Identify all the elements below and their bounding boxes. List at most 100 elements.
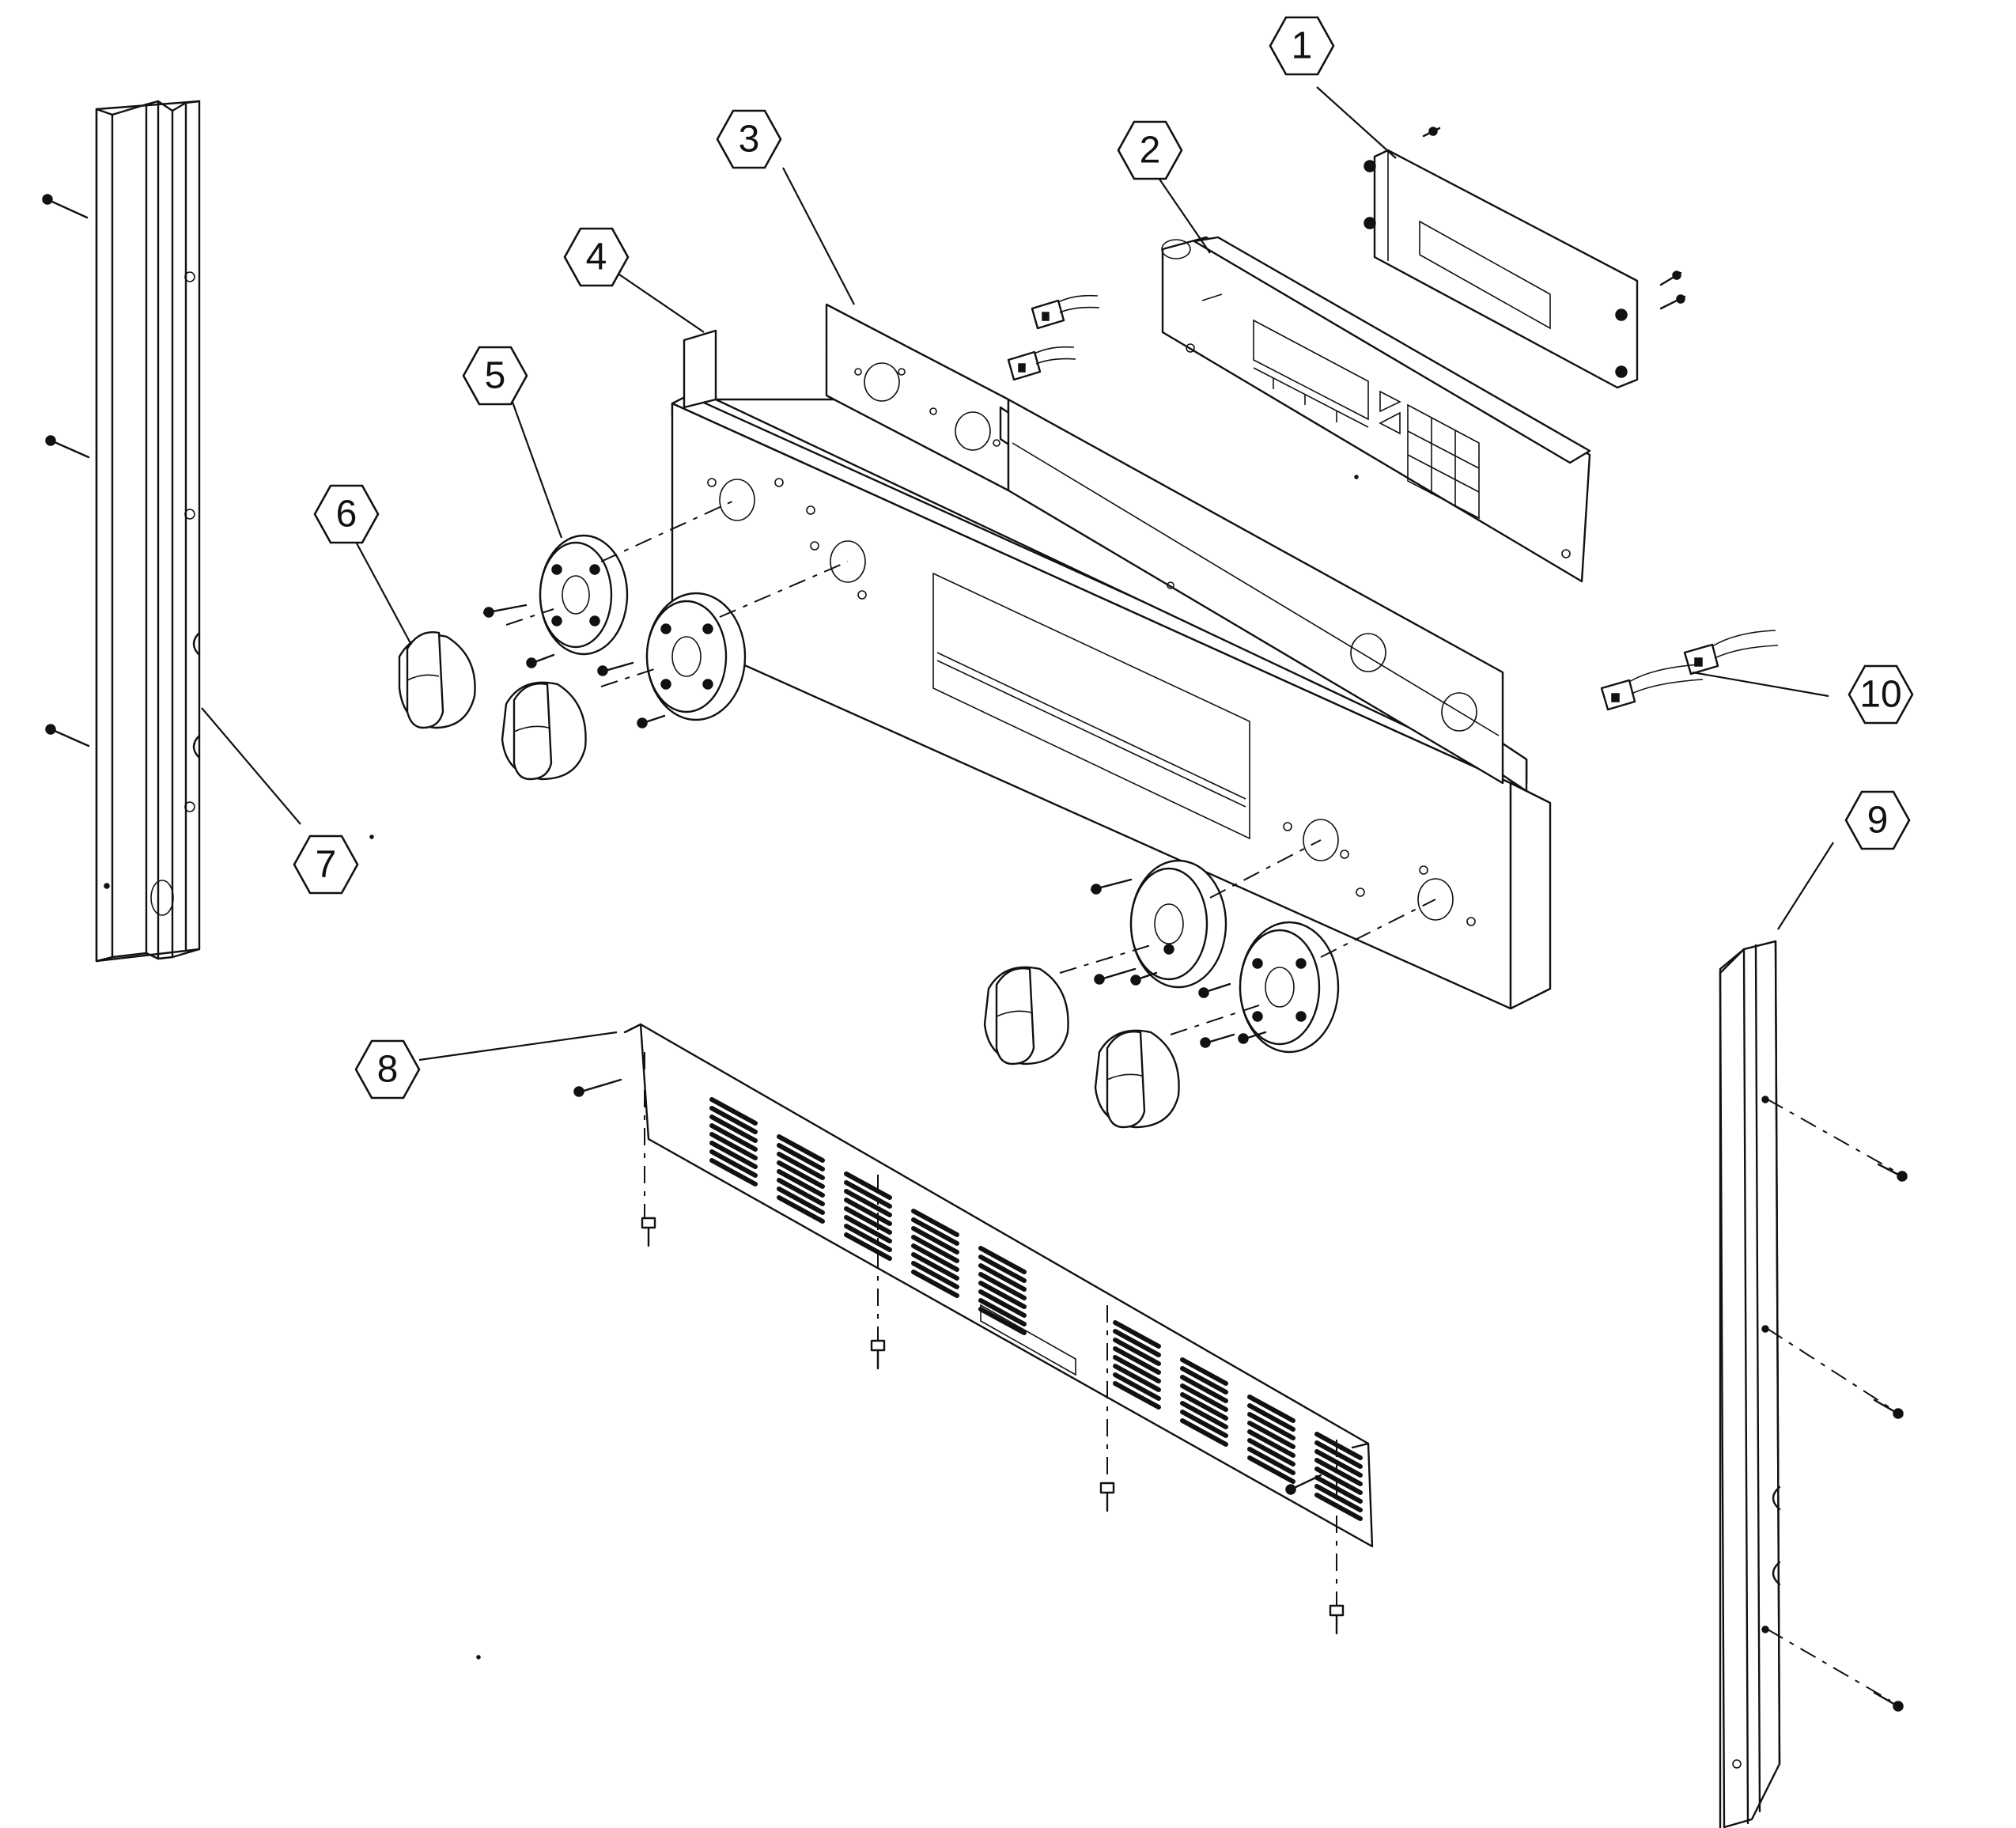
- vent-slot: [709, 1149, 758, 1178]
- callout-3: 3: [716, 109, 782, 169]
- vent-slot: [978, 1307, 1027, 1335]
- back-panel-strip: [825, 303, 1528, 793]
- control-panel: [671, 329, 1552, 1010]
- callout-1: 1: [1269, 16, 1335, 76]
- callout-label: 9: [1867, 800, 1889, 842]
- screw-icon: [526, 653, 555, 668]
- vent-slot: [1314, 1484, 1363, 1512]
- vent-slot: [1180, 1375, 1228, 1403]
- vent-slot: [1113, 1329, 1161, 1357]
- screw-icon: [1198, 982, 1231, 998]
- vent-slot: [1180, 1418, 1228, 1447]
- display-connectors: [1007, 294, 1100, 381]
- knob-bezel: [1239, 921, 1340, 1054]
- vent-slot: [978, 1255, 1027, 1283]
- callout-label: 3: [739, 119, 760, 161]
- screw-icon: [1873, 1398, 1904, 1419]
- vent-slot: [1247, 1438, 1295, 1467]
- screw-icon: [1090, 878, 1133, 895]
- screw-icon: [641, 1217, 656, 1247]
- screw-icon: [482, 604, 528, 618]
- vent-slot: [1247, 1412, 1295, 1440]
- vent-slot: [709, 1158, 758, 1186]
- vent-panel-screws: [573, 1052, 1345, 1635]
- vent-slot: [709, 1141, 758, 1169]
- vent-slot: [1314, 1467, 1363, 1495]
- vent-slot: [1113, 1346, 1161, 1375]
- vent-slot: [1247, 1395, 1295, 1423]
- screw-icon: [870, 1339, 886, 1370]
- vent-slot: [777, 1160, 825, 1189]
- control-knob: [1094, 1029, 1180, 1129]
- knob-bezel: [539, 534, 629, 656]
- vent-panel: [623, 1023, 1374, 1548]
- wire-connector-icon: [1007, 346, 1076, 381]
- callout-7: 7: [293, 835, 359, 895]
- vent-slot: [844, 1224, 892, 1252]
- vent-slot: [1113, 1320, 1161, 1349]
- vent-slot: [911, 1243, 959, 1272]
- left-side-trim: [95, 100, 201, 963]
- control-knob: [501, 681, 587, 781]
- callout-label: 6: [336, 494, 357, 536]
- vent-slot: [1247, 1429, 1295, 1458]
- screw-icon: [1094, 967, 1137, 985]
- callout-2: 2: [1117, 120, 1183, 180]
- vent-slot: [911, 1217, 959, 1246]
- wire-connector-icon: [1683, 630, 1779, 676]
- vent-slot: [1314, 1440, 1363, 1469]
- wire-connector-icon: [1600, 664, 1704, 711]
- screw-icon: [45, 724, 90, 747]
- vent-slot: [1314, 1475, 1363, 1504]
- vent-slot: [1247, 1403, 1295, 1432]
- right-trim-screws: [1767, 1099, 1908, 1712]
- callout-6: 6: [313, 484, 380, 544]
- screw-icon: [1285, 1474, 1322, 1495]
- vent-slot: [1180, 1401, 1228, 1429]
- screw-icon: [1877, 1163, 1908, 1182]
- vent-slot: [911, 1252, 959, 1281]
- vent-slot: [1247, 1421, 1295, 1449]
- vent-slot: [844, 1198, 892, 1226]
- vent-slot: [777, 1186, 825, 1215]
- screw-icon: [1873, 1691, 1904, 1712]
- callout-label: 2: [1140, 130, 1161, 172]
- callout-label: 1: [1292, 25, 1313, 67]
- display-board: [1161, 236, 1591, 583]
- vent-slot: [709, 1115, 758, 1143]
- vent-slot: [911, 1270, 959, 1298]
- knob-bezel: [645, 592, 747, 721]
- vent-slot: [709, 1123, 758, 1152]
- right-side-trim: [1719, 940, 1781, 1828]
- vent-slot: [1180, 1383, 1228, 1412]
- vent-slot: [911, 1209, 959, 1237]
- callout-label: 8: [377, 1049, 399, 1091]
- screw-icon: [1130, 971, 1158, 986]
- vent-slot: [978, 1246, 1027, 1274]
- vent-slot: [1247, 1455, 1295, 1484]
- vent-slot: [1113, 1372, 1161, 1401]
- callout-label: 7: [316, 844, 337, 886]
- control-knob: [398, 631, 476, 729]
- control-knob: [983, 966, 1069, 1065]
- callout-4: 4: [563, 227, 630, 287]
- screw-icon: [573, 1078, 622, 1097]
- callout-label: 10: [1859, 674, 1901, 716]
- vent-slot: [709, 1132, 758, 1160]
- screw-icon: [1200, 1033, 1235, 1048]
- vent-slot: [777, 1195, 825, 1224]
- vent-slot: [911, 1226, 959, 1255]
- vent-slot: [1314, 1458, 1363, 1486]
- vent-slot: [911, 1261, 959, 1289]
- screw-icon: [1099, 1482, 1115, 1512]
- screw-icon: [1422, 127, 1441, 138]
- vent-slot: [777, 1169, 825, 1198]
- vent-slot: [777, 1134, 825, 1163]
- screw-icon: [1329, 1604, 1345, 1635]
- vent-slot: [978, 1263, 1027, 1292]
- callout-label: 4: [586, 237, 607, 278]
- vent-slot: [1180, 1357, 1228, 1386]
- vent-slot: [1113, 1364, 1161, 1392]
- screw-icon: [1659, 271, 1682, 286]
